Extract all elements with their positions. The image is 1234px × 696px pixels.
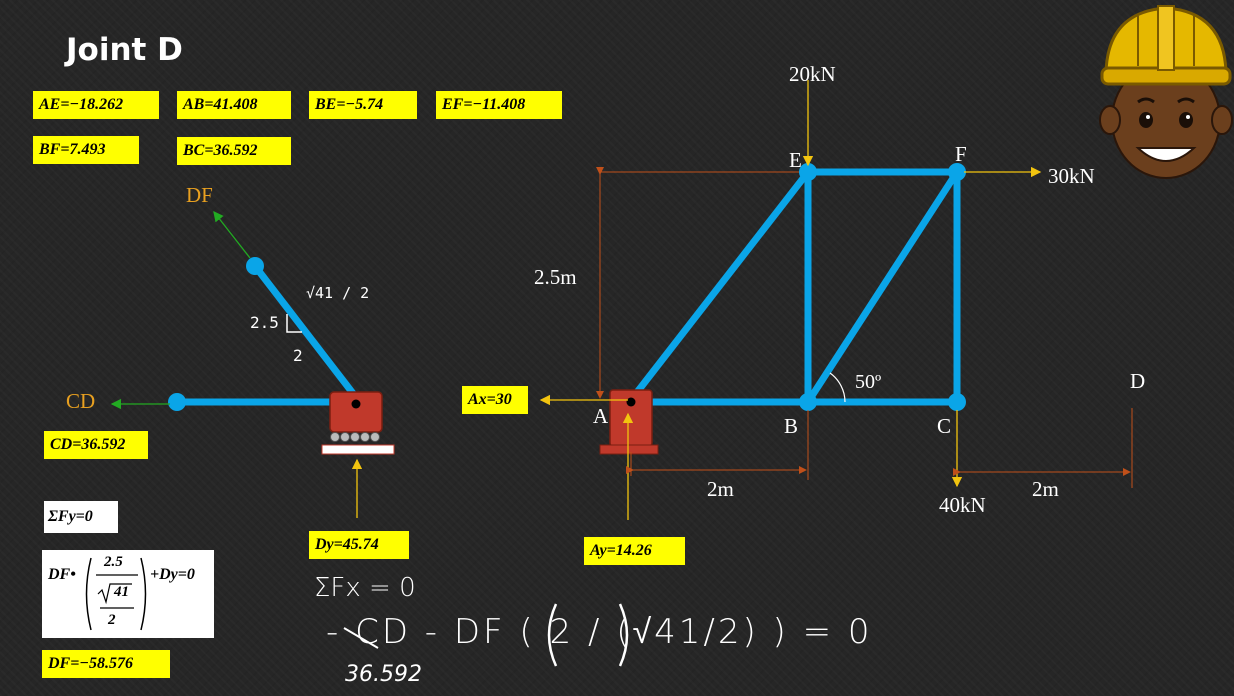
node-f [948,163,966,181]
node-b-label: B [784,414,799,438]
result-bc: BC=36.592 [177,137,291,165]
df-eq-num: 2.5 [104,554,123,570]
strike-through-mark [343,627,379,649]
fbd-df-label: DF [186,183,213,207]
handwritten-equation: - CD - DF ( 2 / (√41/2) ) = 0 [326,612,873,652]
node-c-label: C [937,414,952,438]
fbd-cd-label: CD [66,389,96,413]
node-e [799,163,817,181]
node-a-label: A [593,404,609,428]
df-eq-brackets [85,557,147,631]
handwritten-cd-value: 36.592 [345,662,422,687]
fbd-hyp: √41 / 2 [306,284,370,302]
result-ay: Ay=14.26 [584,537,685,565]
result-bf: BF=7.493 [33,136,139,164]
truss-structure [539,80,1133,520]
result-be: BE=−5.74 [309,91,417,119]
fbd-side-25: 2.5 [250,313,279,332]
member-df [252,263,358,399]
node-c [948,393,966,411]
df-force-arrow [213,210,251,259]
load-f-label: 30kN [1048,164,1095,188]
load-e-label: 20kN [789,62,836,86]
handwritten-sum-fx: ΣFx = 0 [314,573,416,603]
df-equation: DF• 2.5 41 2 +Dy=0 [42,550,214,638]
node-d-label: D [1130,369,1146,393]
node-f-label: F [955,142,967,166]
df-eq-suffix: +Dy=0 [150,566,195,583]
page-title: Joint D [66,32,183,68]
member-ae [628,169,811,403]
joint-d-fbd [110,210,395,518]
mascot-engineer-icon [1099,5,1233,179]
angle-arc [829,372,846,403]
df-eq-sqrt: 41 [114,584,129,600]
result-ef: EF=−11.408 [436,91,562,119]
result-ax: Ax=30 [462,386,528,414]
angle-label: 50º [855,371,882,393]
fbd-side-2: 2 [293,346,303,365]
member-bf [805,170,960,404]
node-e-label: E [789,148,802,172]
dim-height-label: 2.5m [534,265,577,289]
df-eq-den: 2 [108,612,116,628]
result-cd: CD=36.592 [44,431,148,459]
dim-span1-label: 2m [707,477,734,501]
node-cd-end [168,393,186,411]
result-ab: AB=41.408 [177,91,291,119]
result-dy: Dy=45.74 [309,531,409,559]
handwritten-paren-right [618,603,629,667]
result-ae: AE=−18.262 [33,91,159,119]
handwritten-paren-left [547,603,558,667]
slope-triangle [286,314,302,333]
result-df: DF=−58.576 [42,650,170,678]
sum-fy-equation: ΣFy=0 [44,501,118,533]
roller-support-icon [321,391,395,455]
df-eq-prefix: DF• [48,566,76,583]
dim-span2-label: 2m [1032,477,1059,501]
node-df-end [246,257,264,275]
load-c-label: 40kN [939,493,986,517]
node-b [799,393,817,411]
